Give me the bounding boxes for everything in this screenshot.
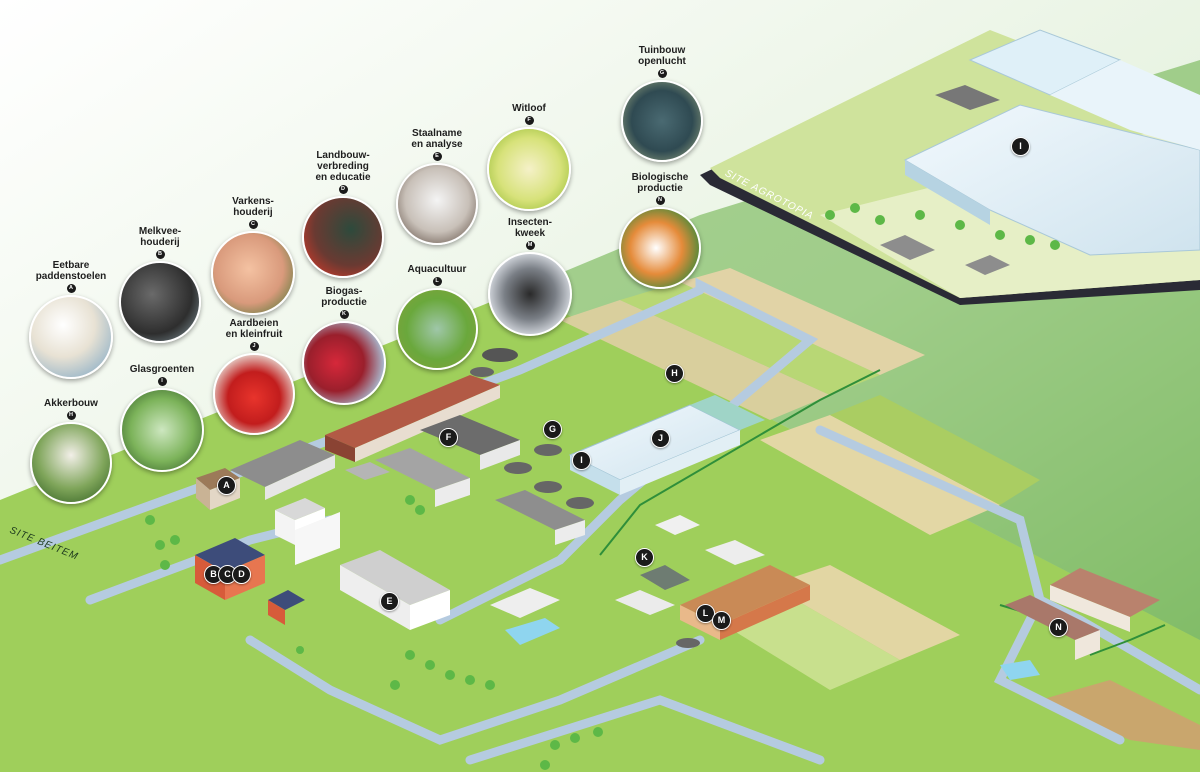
map-marker-i-agrotopia[interactable]: I [1011, 137, 1030, 156]
poi-j[interactable]: Aardbeien en kleinfruit J [209, 318, 299, 435]
poi-i[interactable]: Glasgroenten I [117, 364, 207, 472]
fish-photo [396, 288, 478, 370]
map-marker-k[interactable]: K [635, 548, 654, 567]
map-marker-n[interactable]: N [1049, 618, 1068, 637]
poi-label: Melkvee- houderij [138, 226, 182, 248]
poi-letter: L [432, 277, 442, 286]
map-marker-a[interactable]: A [217, 476, 236, 495]
map-marker-g[interactable]: G [543, 420, 562, 439]
map-marker-j[interactable]: J [651, 429, 670, 448]
poi-m[interactable]: Insecten- kweek M [485, 217, 575, 336]
poi-letter: A [66, 284, 76, 293]
poi-label: Aquacultuur [407, 264, 467, 275]
poi-label: Glasgroenten [129, 364, 195, 375]
mushroom-photo [29, 295, 113, 379]
map-marker-i[interactable]: I [572, 451, 591, 470]
poi-letter: F [524, 116, 534, 125]
poi-e[interactable]: Staalname en analyse E [392, 128, 482, 245]
pig-photo [211, 231, 295, 315]
poi-g[interactable]: Tuinbouw openlucht G [617, 45, 707, 162]
poi-letter: G [657, 69, 667, 78]
strawberry-photo [213, 353, 295, 435]
poi-h[interactable]: Akkerbouw H [26, 398, 116, 504]
poi-f[interactable]: Witloof F [484, 103, 574, 211]
cow-photo [119, 261, 201, 343]
map-marker-h[interactable]: H [665, 364, 684, 383]
poi-label: Aardbeien en kleinfruit [225, 318, 283, 340]
poi-label: Witloof [512, 103, 546, 114]
lab-photo [396, 163, 478, 245]
hydroponics-photo [120, 388, 204, 472]
poi-letter: I [157, 377, 167, 386]
map-marker-e[interactable]: E [380, 592, 399, 611]
organic-photo [619, 207, 701, 289]
poi-letter: H [66, 411, 76, 420]
shop-photo [302, 196, 384, 278]
crop-fields [560, 268, 1200, 750]
map-marker-f[interactable]: F [439, 428, 458, 447]
poi-label: Akkerbouw [44, 398, 98, 409]
poi-label: Tuinbouw openlucht [638, 45, 686, 67]
map-marker-m[interactable]: M [712, 611, 731, 630]
poi-label: Biologische productie [631, 172, 689, 194]
poi-letter: D [338, 185, 348, 194]
poi-c[interactable]: Varkens- houderij C [208, 196, 298, 315]
poi-label: Landbouw- verbreding en educatie [315, 150, 371, 183]
map-marker-d[interactable]: D [232, 565, 251, 584]
chicory-photo [487, 127, 571, 211]
poi-letter: C [248, 220, 258, 229]
poi-label: Insecten- kweek [508, 217, 552, 239]
agrotopia-platform [700, 29, 1200, 305]
buildings-beitem [195, 375, 1160, 680]
poi-label: Varkens- houderij [232, 196, 274, 218]
poi-letter: K [339, 310, 349, 319]
poi-a[interactable]: Eetbare paddenstoelen A [26, 260, 116, 379]
poi-b[interactable]: Melkvee- houderij B [115, 226, 205, 343]
poi-k[interactable]: Biogas- productie K [299, 286, 389, 405]
poi-l[interactable]: Aquacultuur L [392, 264, 482, 370]
poi-n[interactable]: Biologische productie N [615, 172, 705, 289]
poi-letter: E [432, 152, 442, 161]
farmer-photo [30, 422, 112, 504]
poi-letter: J [249, 342, 259, 351]
poi-label: Eetbare paddenstoelen [35, 260, 107, 282]
poi-d[interactable]: Landbouw- verbreding en educatie D [298, 150, 388, 278]
poi-letter: B [155, 250, 165, 259]
silos [470, 348, 700, 648]
poi-letter: N [655, 196, 665, 205]
poi-label: Biogas- productie [321, 286, 367, 308]
trees [145, 495, 603, 770]
insect-photo [488, 252, 572, 336]
leek-photo [621, 80, 703, 162]
poi-letter: M [525, 241, 535, 250]
biogas-photo [302, 321, 386, 405]
poi-label: Staalname en analyse [411, 128, 463, 150]
